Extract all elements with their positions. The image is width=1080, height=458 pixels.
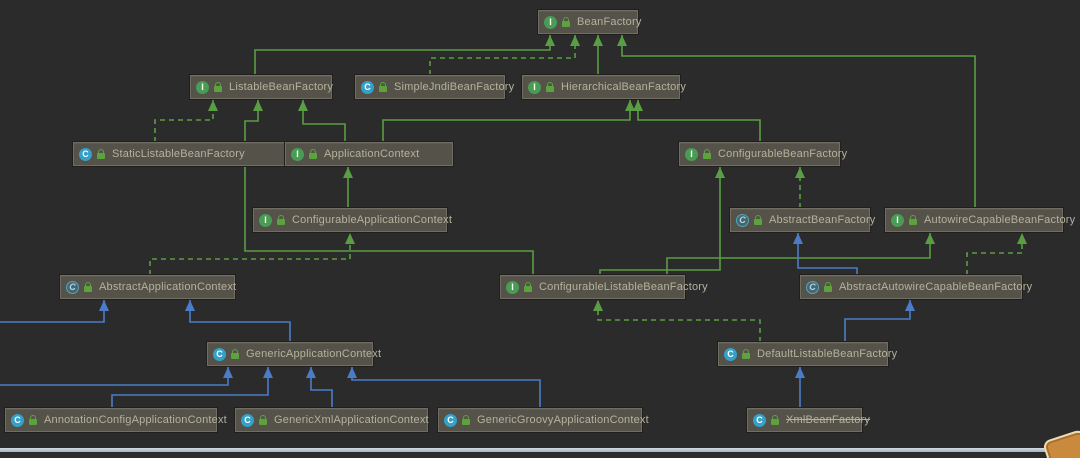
- class-node-label: HierarchicalBeanFactory: [561, 81, 687, 93]
- class-node-simple-jndi-bean-factory[interactable]: C SimpleJndiBeanFactory: [355, 75, 514, 99]
- class-node-label: ListableBeanFactory: [229, 81, 334, 93]
- lock-icon: [703, 149, 711, 159]
- lock-icon: [824, 282, 832, 292]
- edge-configurable-bean-factory-to-hierarchical-bean-factory: [633, 100, 761, 142]
- class-node-label: SimpleJndiBeanFactory: [394, 81, 515, 93]
- edge-default-listable-bean-factory-to-abstract-autowire-capable-bean-factory: [844, 300, 915, 342]
- edge-application-context-to-listable-bean-factory: [298, 100, 346, 142]
- class-node-abstract-application-context[interactable]: C AbstractApplicationContext: [60, 275, 237, 299]
- class-icon: C: [241, 413, 254, 427]
- lock-icon: [562, 17, 570, 27]
- lock-icon: [524, 282, 532, 292]
- class-icon: C: [444, 413, 457, 427]
- edge-static-listable-bean-factory-to-listable-bean-factory: [154, 100, 218, 142]
- edge-generic-application-context-to-abstract-application-context: [185, 300, 291, 342]
- class-node-configurable-listable-bean-factory[interactable]: I ConfigurableListableBeanFactory: [500, 275, 708, 299]
- lock-icon: [309, 149, 317, 159]
- abstract-class-icon: C: [736, 213, 749, 227]
- lock-icon: [277, 215, 285, 225]
- lock-icon: [909, 215, 917, 225]
- abstract-class-icon: C: [66, 280, 79, 294]
- edge-annotation-config-application-context-to-generic-application-context: [111, 367, 273, 408]
- class-node-label: GenericApplicationContext: [246, 348, 382, 360]
- edge-abstract-autowire-capable-bean-factory-to-autowire-capable-bean-factory: [966, 233, 1027, 275]
- interface-icon: I: [544, 15, 557, 29]
- class-node-abstract-bean-factory[interactable]: C AbstractBeanFactory: [730, 208, 875, 232]
- class-node-configurable-application-context[interactable]: I ConfigurableApplicationContext: [253, 208, 452, 232]
- class-icon: C: [11, 413, 24, 427]
- interface-icon: I: [685, 147, 698, 161]
- interface-icon: I: [259, 213, 272, 227]
- edge-offscreen-left-to-generic-application-context: [0, 367, 233, 386]
- lock-icon: [742, 349, 750, 359]
- lock-icon: [462, 415, 470, 425]
- edge-abstract-application-context-to-configurable-application-context: [149, 233, 355, 275]
- class-node-label: GenericGroovyApplicationContext: [477, 414, 649, 426]
- class-node-hierarchical-bean-factory[interactable]: I HierarchicalBeanFactory: [522, 75, 686, 99]
- edge-simple-jndi-bean-factory-to-bean-factory: [429, 35, 580, 75]
- edge-configurable-listable-bean-factory-to-configurable-bean-factory: [599, 167, 725, 275]
- bottom-scrollbar[interactable]: [0, 448, 1080, 452]
- class-node-label: AnnotationConfigApplicationContext: [44, 414, 227, 426]
- class-node-listable-bean-factory[interactable]: I ListableBeanFactory: [190, 75, 334, 99]
- lock-icon: [771, 415, 779, 425]
- interface-icon: I: [196, 80, 209, 94]
- class-node-bean-factory[interactable]: I BeanFactory: [538, 10, 641, 34]
- class-node-label: AbstractApplicationContext: [99, 281, 237, 293]
- interface-icon: I: [528, 80, 541, 94]
- edge-generic-groovy-application-context-to-generic-application-context: [347, 367, 541, 408]
- class-node-label: DefaultListableBeanFactory: [757, 348, 898, 360]
- class-node-xml-bean-factory[interactable]: C XmlBeanFactory: [747, 408, 870, 432]
- class-node-label: ConfigurableApplicationContext: [292, 214, 453, 226]
- lock-icon: [259, 415, 267, 425]
- edge-offscreen-left-to-abstract-application-context: [0, 300, 109, 323]
- lock-icon: [97, 149, 105, 159]
- class-node-label: AbstractAutowireCapableBeanFactory: [839, 281, 1033, 293]
- class-node-label: AutowireCapableBeanFactory: [924, 214, 1076, 226]
- class-node-application-context[interactable]: I ApplicationContext: [285, 142, 453, 166]
- lock-icon: [214, 82, 222, 92]
- class-node-label: StaticListableBeanFactory: [112, 148, 245, 160]
- class-node-generic-xml-application-context[interactable]: C GenericXmlApplicationContext: [235, 408, 429, 432]
- edge-default-listable-bean-factory-to-configurable-listable-bean-factory: [593, 300, 761, 342]
- class-node-generic-application-context[interactable]: C GenericApplicationContext: [207, 342, 381, 366]
- edge-listable-bean-factory-to-bean-factory: [254, 35, 555, 75]
- edge-configurable-listable-bean-factory-to-listable-bean-factory: [244, 100, 534, 275]
- class-icon: C: [724, 347, 737, 361]
- edge-generic-xml-application-context-to-generic-application-context: [306, 367, 333, 408]
- class-node-default-listable-bean-factory[interactable]: C DefaultListableBeanFactory: [718, 342, 897, 366]
- edge-abstract-autowire-capable-bean-factory-to-abstract-bean-factory: [793, 233, 858, 275]
- abstract-class-icon: C: [806, 280, 819, 294]
- class-icon: C: [79, 147, 92, 161]
- lock-icon: [231, 349, 239, 359]
- class-node-label: ApplicationContext: [324, 148, 420, 160]
- lock-icon: [754, 215, 762, 225]
- class-node-static-listable-bean-factory[interactable]: C StaticListableBeanFactory: [73, 142, 288, 166]
- interface-icon: I: [291, 147, 304, 161]
- class-node-annotation-config-application-context[interactable]: C AnnotationConfigApplicationContext: [5, 408, 227, 432]
- interface-icon: I: [506, 280, 519, 294]
- class-node-generic-groovy-application-context[interactable]: C GenericGroovyApplicationContext: [438, 408, 649, 432]
- lock-icon: [379, 82, 387, 92]
- class-node-label: XmlBeanFactory: [786, 414, 871, 426]
- class-node-label: ConfigurableListableBeanFactory: [539, 281, 708, 293]
- interface-icon: I: [891, 213, 904, 227]
- class-node-label: ConfigurableBeanFactory: [718, 148, 848, 160]
- lock-icon: [84, 282, 92, 292]
- lock-icon: [546, 82, 554, 92]
- edge-autowire-capable-bean-factory-to-bean-factory: [617, 35, 976, 208]
- class-node-label: BeanFactory: [577, 16, 642, 28]
- class-icon: C: [753, 413, 766, 427]
- class-node-label: GenericXmlApplicationContext: [274, 414, 429, 426]
- class-icon: C: [361, 80, 374, 94]
- lock-icon: [29, 415, 37, 425]
- class-node-autowire-capable-bean-factory[interactable]: I AutowireCapableBeanFactory: [885, 208, 1075, 232]
- edge-application-context-to-hierarchical-bean-factory: [382, 100, 635, 142]
- class-node-abstract-autowire-capable-bean-factory[interactable]: C AbstractAutowireCapableBeanFactory: [800, 275, 1032, 299]
- class-icon: C: [213, 347, 226, 361]
- class-node-configurable-bean-factory[interactable]: I ConfigurableBeanFactory: [679, 142, 847, 166]
- class-node-label: AbstractBeanFactory: [769, 214, 876, 226]
